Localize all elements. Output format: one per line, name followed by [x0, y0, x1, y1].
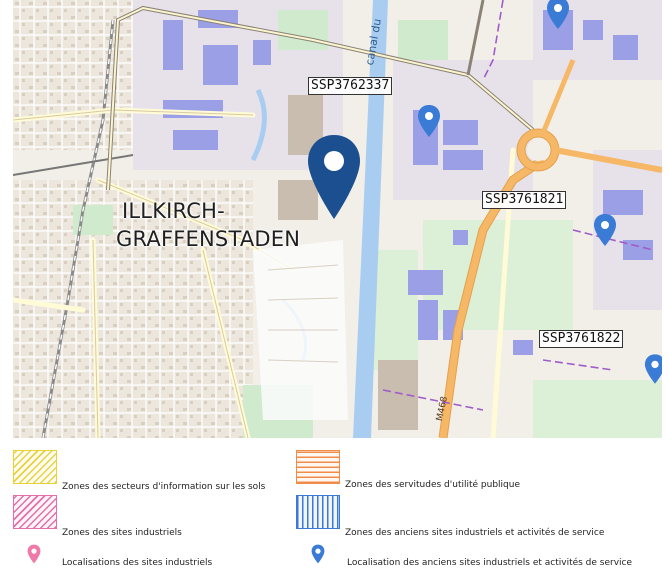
legend-label-former-industrial-locations: Localisation des anciens sites industrie…	[347, 558, 633, 568]
legend-label-former-industrial-zones: Zones des anciens sites industriels et a…	[345, 528, 605, 538]
pink-marker-icon	[27, 544, 41, 564]
legend-label-soil-info-zones: Zones des secteurs d'information sur les…	[62, 482, 266, 492]
old-site-marker-icon[interactable]	[546, 0, 570, 30]
legend-label-public-utility-zones: Zones des servitudes d'utilité publique	[345, 480, 520, 490]
legend-swatch-public-utility-zones	[296, 450, 340, 484]
blue-marker-icon	[311, 544, 325, 564]
map-viewport[interactable]: ILLKIRCH- GRAFFENSTADEN canal du M468 SS…	[13, 0, 662, 438]
legend-swatch-soil-info-zones	[13, 450, 57, 484]
town-label-line2: GRAFFENSTADEN	[116, 227, 301, 251]
map-legend: Zones des secteurs d'information sur les…	[13, 450, 663, 574]
map-basemap	[13, 0, 662, 438]
legend-swatch-industrial-site-zones	[13, 495, 57, 529]
site-label-ssp3761822[interactable]: SSP3761822	[539, 330, 624, 348]
residential-area-southwest	[13, 180, 253, 438]
old-site-marker-icon[interactable]	[417, 104, 441, 138]
legend-label-industrial-site-locations: Localisations des sites industriels	[62, 558, 213, 568]
old-site-marker-icon[interactable]	[593, 213, 617, 247]
site-label-ssp3762337[interactable]: SSP3762337	[308, 77, 393, 95]
town-label: ILLKIRCH- GRAFFENSTADEN	[116, 197, 300, 253]
legend-label-industrial-site-zones: Zones des sites industriels	[62, 528, 182, 538]
town-label-line1: ILLKIRCH-	[122, 199, 225, 223]
old-site-marker-icon[interactable]	[644, 352, 662, 386]
legend-swatch-former-industrial-zones	[296, 495, 340, 529]
site-label-ssp3761821[interactable]: SSP3761821	[482, 191, 567, 209]
selected-site-marker-icon[interactable]	[306, 133, 362, 221]
